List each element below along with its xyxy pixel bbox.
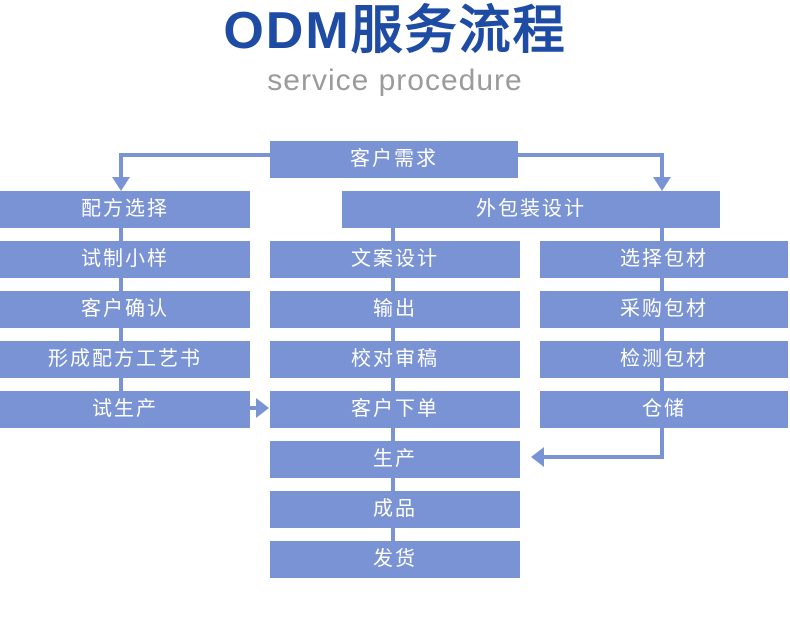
connector-formula-column <box>119 328 123 341</box>
connector-trial-to-order-horizontal <box>250 406 258 410</box>
connector-demand-to-packaging-vertical <box>660 153 664 179</box>
page-subtitle: service procedure <box>267 64 523 97</box>
node-packaging-design: 外包装设计 <box>342 191 720 228</box>
node-formula-selection: 配方选择 <box>0 191 250 228</box>
node-trial-production: 试生产 <box>0 391 250 428</box>
page-title: ODM服务流程 <box>223 2 567 60</box>
connector-artwork-column <box>391 228 395 241</box>
connector-material-column <box>660 228 664 241</box>
node-formula-document: 形成配方工艺书 <box>0 341 250 378</box>
connector-material-column <box>660 378 664 391</box>
connector-demand-to-formula-horizontal <box>119 153 270 157</box>
connector-formula-column <box>119 278 123 291</box>
connector-artwork-column <box>391 528 395 541</box>
connector-artwork-column <box>391 428 395 441</box>
connector-formula-column <box>119 378 123 391</box>
arrow-down-icon <box>112 177 130 191</box>
node-customer-demand: 客户需求 <box>270 141 518 178</box>
node-finished-product: 成品 <box>270 491 520 528</box>
node-trial-sample: 试制小样 <box>0 241 250 278</box>
node-copy-design: 文案设计 <box>270 241 520 278</box>
connector-material-column <box>660 328 664 341</box>
node-test-packaging: 检测包材 <box>540 341 788 378</box>
node-customer-order: 客户下单 <box>270 391 520 428</box>
connector-artwork-column <box>391 478 395 491</box>
node-shipping: 发货 <box>270 541 520 578</box>
connector-demand-to-packaging-horizontal <box>518 153 664 157</box>
connector-material-column <box>660 278 664 291</box>
node-customer-confirm: 客户确认 <box>0 291 250 328</box>
connector-formula-column <box>119 228 123 241</box>
connector-demand-to-formula-vertical <box>119 153 123 179</box>
connector-warehouse-to-production-horizontal <box>544 455 664 459</box>
node-warehousing: 仓储 <box>540 391 788 428</box>
node-select-packaging: 选择包材 <box>540 241 788 278</box>
arrow-right-icon <box>256 398 269 418</box>
node-output: 输出 <box>270 291 520 328</box>
connector-artwork-column <box>391 278 395 291</box>
arrow-left-icon <box>531 447 544 467</box>
node-purchase-packaging: 采购包材 <box>540 291 788 328</box>
arrow-down-icon <box>653 177 671 191</box>
connector-warehouse-to-production-vertical <box>660 428 664 459</box>
node-proofreading: 校对审稿 <box>270 341 520 378</box>
connector-artwork-column <box>391 328 395 341</box>
connector-artwork-column <box>391 378 395 391</box>
node-production: 生产 <box>270 441 520 478</box>
